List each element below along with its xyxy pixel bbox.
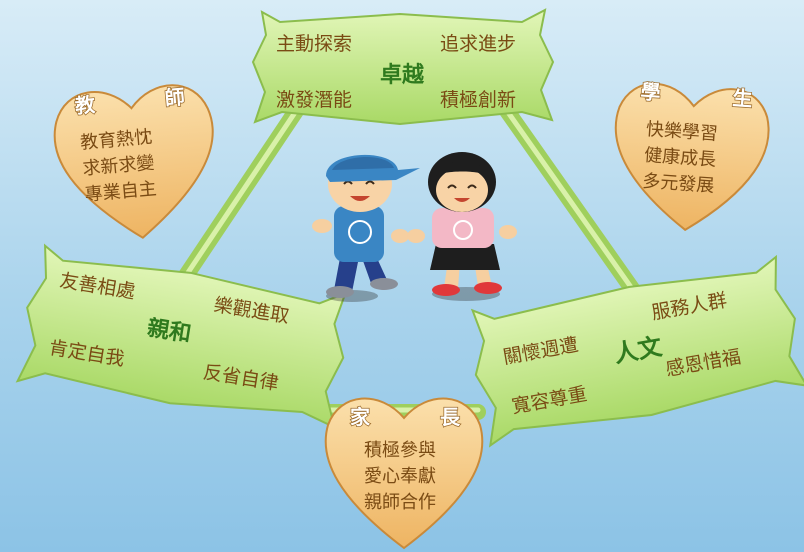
kids-illustration xyxy=(312,152,517,302)
center-item-2: 追求進步 xyxy=(440,33,516,55)
center-item-3: 激發潛能 xyxy=(276,89,352,111)
student-item-2: 健康成長 xyxy=(643,145,716,171)
parent-heading-2: 長 xyxy=(440,405,461,429)
student-heart xyxy=(614,82,770,232)
center-item-1: 主動探索 xyxy=(276,33,352,55)
parent-item-3: 親師合作 xyxy=(364,492,436,513)
center-item-4: 積極創新 xyxy=(440,89,516,111)
parent-heart-text: 家 長 積極參與 愛心奉獻 親師合作 xyxy=(349,404,462,513)
parent-item-1: 積極參與 xyxy=(364,440,436,461)
parent-heading-1: 家 xyxy=(350,405,371,429)
boy-figure xyxy=(312,154,420,302)
parent-heart xyxy=(324,397,484,550)
right-banner xyxy=(470,254,804,448)
top-banner-text: 主動探索 追求進步 卓越 激發潛能 積極創新 xyxy=(276,33,516,111)
teacher-heart xyxy=(53,84,214,239)
student-item-1: 快樂學習 xyxy=(645,119,718,145)
student-heart-text: 學 生 快樂學習 健康成長 多元發展 xyxy=(639,79,754,197)
top-banner xyxy=(251,8,555,126)
girl-figure xyxy=(407,152,517,301)
student-heading-1: 學 xyxy=(640,79,662,104)
student-item-3: 多元發展 xyxy=(642,171,715,197)
student-heading-2: 生 xyxy=(732,86,754,111)
parent-item-2: 愛心奉獻 xyxy=(364,466,436,487)
teacher-heading-1: 教 xyxy=(74,92,97,118)
center-title: 卓越 xyxy=(380,63,425,88)
teacher-heading-2: 師 xyxy=(164,85,186,111)
